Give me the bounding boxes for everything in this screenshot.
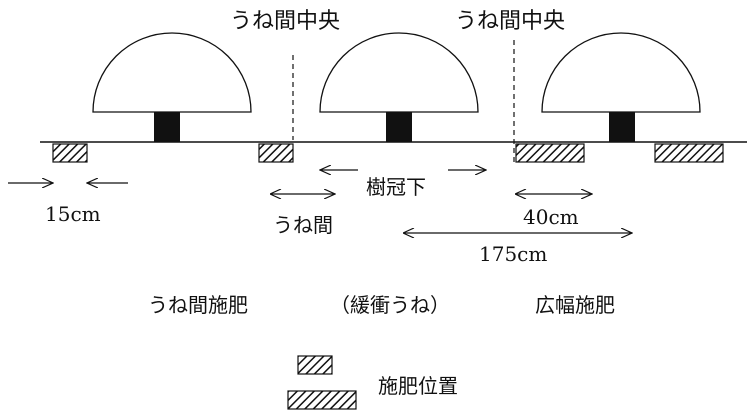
canopy-left <box>92 32 252 113</box>
dim-175-label: 175cm <box>479 242 547 266</box>
dim-15-label: 15cm <box>45 202 101 226</box>
tree-middle <box>319 32 479 142</box>
fertilizer-patch <box>515 143 585 163</box>
legend-label: 施肥位置 <box>378 374 458 398</box>
tree-right <box>541 32 701 142</box>
fertilizer-patch <box>258 143 294 163</box>
under-canopy-label: 樹冠下 <box>366 175 426 199</box>
trunk-left <box>154 112 180 142</box>
caption-right: 広幅施肥 <box>535 293 615 317</box>
center-label-right: うね間中央 <box>455 9 565 34</box>
trunk-right <box>609 112 635 142</box>
between-rows-label: うね間 <box>273 213 333 237</box>
legend-swatch-wide <box>287 390 357 410</box>
center-label-left: うね間中央 <box>230 9 340 34</box>
dim-40-label: 40cm <box>523 205 579 229</box>
canopy-middle <box>319 32 479 113</box>
legend-swatch-small <box>297 355 333 375</box>
trunk-middle <box>386 112 412 142</box>
canopy-right <box>541 32 701 113</box>
caption-middle: （緩衝うね） <box>330 293 450 317</box>
fertilizer-patch <box>654 143 724 163</box>
tree-left <box>92 32 252 142</box>
fertilizer-patch <box>52 143 88 163</box>
caption-left: うね間施肥 <box>148 293 248 317</box>
